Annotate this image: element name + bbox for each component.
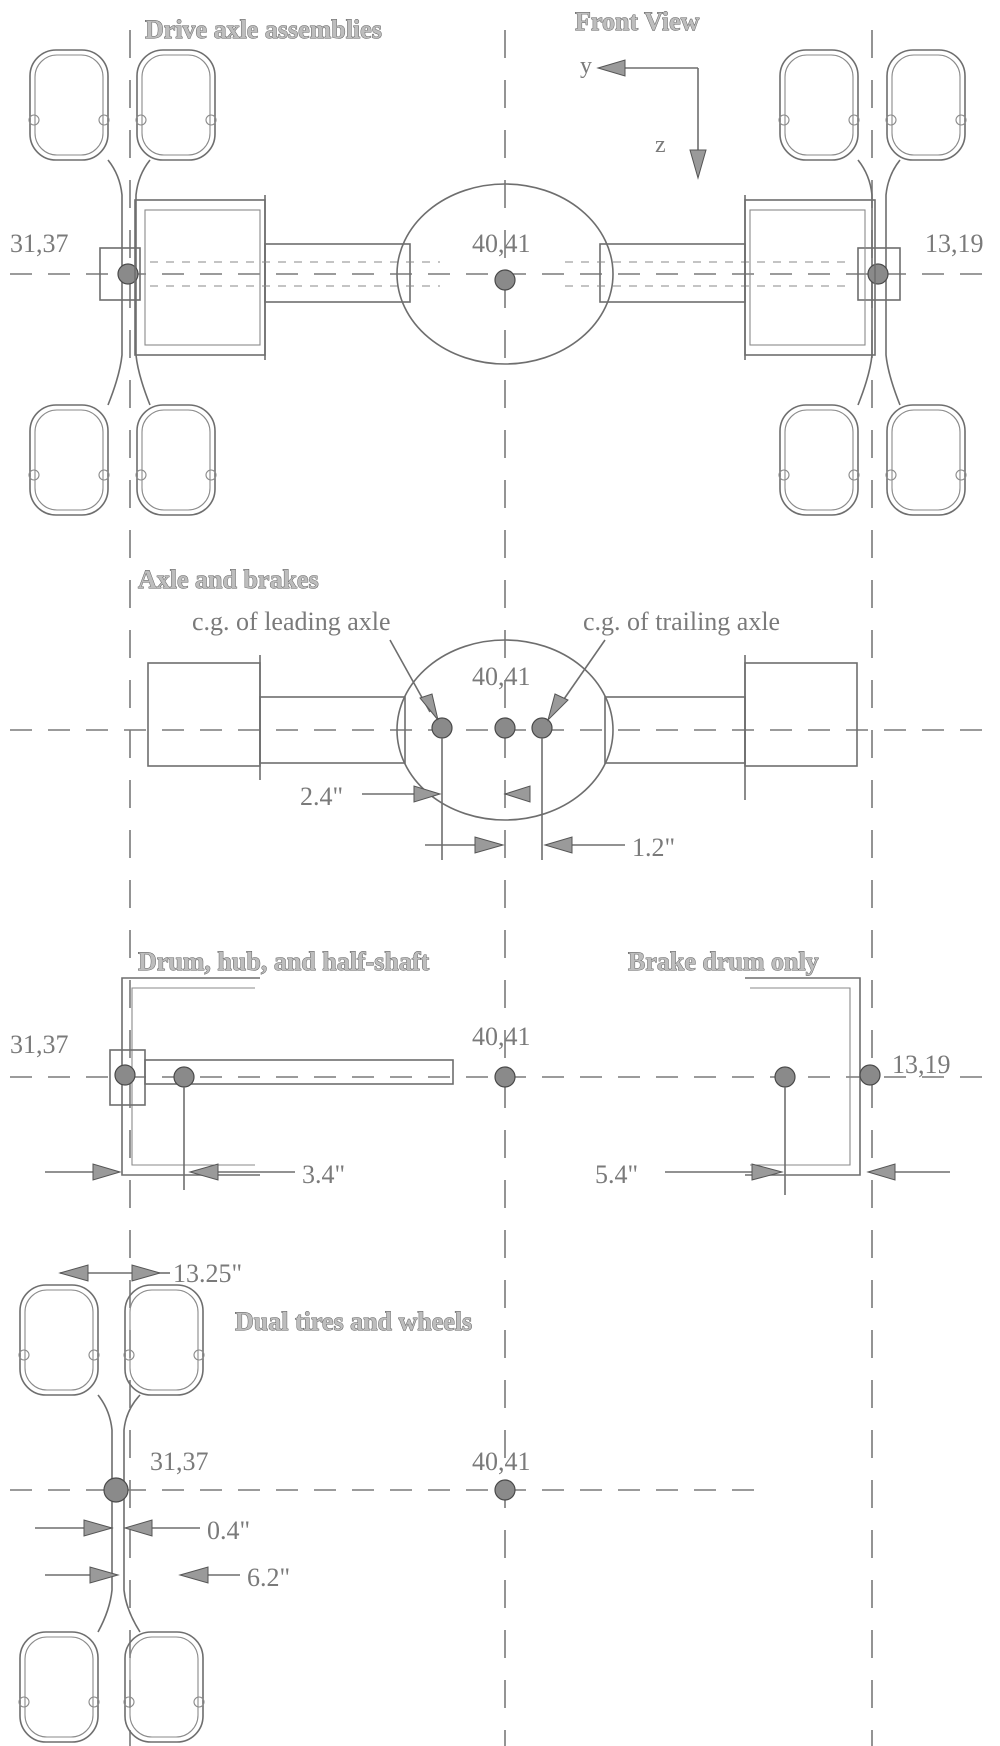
axle-center-dot [494, 717, 516, 739]
drive-axle-title: Drive axle assemblies [145, 15, 382, 44]
right-axle-tube [599, 243, 746, 303]
half-shaft-cg [173, 1066, 195, 1088]
drum-right-label: 13,19 [892, 1050, 951, 1079]
cg-leading-label: c.g. of leading axle [192, 607, 391, 636]
axis-indicator: y z [580, 53, 707, 180]
dim-6-2-label: 6.2" [247, 1563, 290, 1592]
center-cg-dot [494, 269, 516, 291]
dim-1-2-label: 1.2" [632, 833, 675, 862]
axis-y-label: y [580, 53, 592, 79]
tire-cg [103, 1477, 129, 1503]
right-wheel-assembly [744, 49, 967, 516]
drum-left-label: 31,37 [10, 1030, 69, 1059]
brake-drum-title: Brake drum only [628, 947, 819, 976]
drum-hub-title: Drum, hub, and half-shaft [138, 947, 429, 976]
left-axle-tube [264, 243, 411, 303]
brake-drum-cg [774, 1066, 796, 1088]
right-brake-drum [744, 662, 858, 767]
dual-tire-assembly [18, 1284, 205, 1743]
dim-2-4-label: 2.4" [300, 782, 343, 811]
left-brake-drum [147, 662, 261, 767]
trailing-cg-marker [531, 717, 553, 739]
dual-tires-title: Dual tires and wheels [235, 1307, 472, 1336]
differential-housing [396, 183, 614, 365]
cg-trailing-label: c.g. of trailing axle [583, 607, 780, 636]
dim-0-4-label: 0.4" [207, 1516, 250, 1545]
drum-center-label: 40,41 [472, 1022, 531, 1051]
axis-z-label: z [655, 132, 666, 158]
dim-5-4-label: 5.4" [595, 1160, 638, 1189]
axle-brakes-title: Axle and brakes [138, 565, 319, 594]
right-drum [745, 977, 861, 1176]
tire-center-label: 40,41 [472, 1447, 531, 1476]
left-wheel-assembly [28, 49, 266, 516]
center-point-label: 40,41 [472, 229, 531, 258]
dim-3-4-label: 3.4" [302, 1160, 345, 1189]
right-point-label: 13,19 [925, 229, 984, 258]
axle-center-label: 40,41 [472, 662, 531, 691]
front-view-title: Front View [575, 7, 700, 36]
left-point-label: 31,37 [10, 229, 69, 258]
tire-point-label: 31,37 [150, 1447, 209, 1476]
brake-differential [396, 639, 614, 821]
half-shaft [144, 1059, 454, 1085]
leading-cg-marker [431, 717, 453, 739]
dim-13-25-label: 13.25" [173, 1259, 242, 1288]
